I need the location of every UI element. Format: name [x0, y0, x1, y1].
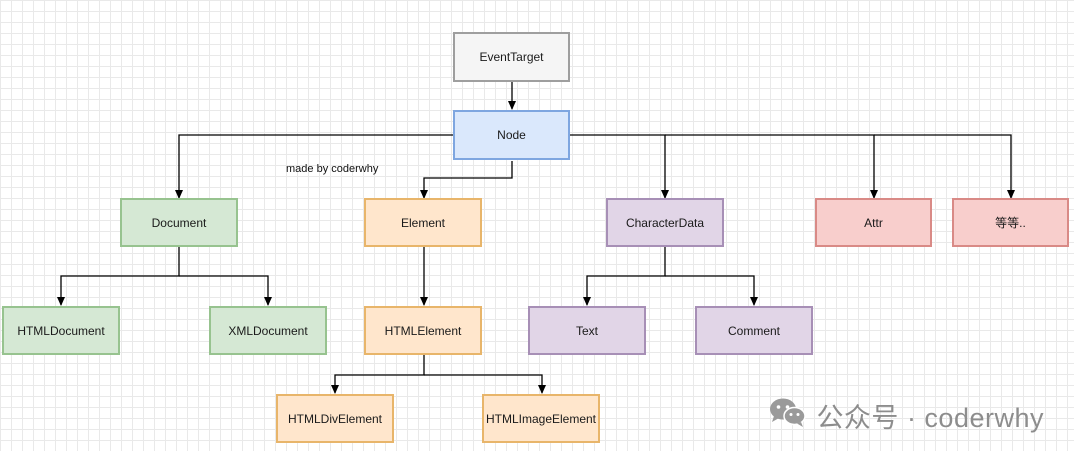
watermark: 公众号 · coderwhy: [768, 396, 1044, 435]
node-node: Node: [453, 110, 570, 160]
node-document: Document: [120, 198, 238, 247]
node-etc: 等等..: [952, 198, 1069, 247]
node-attr: Attr: [815, 198, 932, 247]
node-text: Text: [528, 306, 646, 355]
watermark-text: 公众号 · coderwhy: [816, 403, 1044, 433]
node-htmldivelement: HTMLDivElement: [276, 394, 394, 443]
wechat-icon: [768, 396, 808, 435]
node-characterdata: CharacterData: [606, 198, 724, 247]
credit-note: made by coderwhy: [286, 163, 379, 175]
node-htmlelement: HTMLElement: [364, 306, 482, 355]
edge-node-document: [175, 134, 454, 199]
edge-characterdata-text: [583, 247, 666, 306]
node-htmlimageelement: HTMLImageElement: [482, 394, 600, 443]
node-eventtarget: EventTarget: [453, 32, 570, 82]
edge-htmlelement-htmldivelement: [331, 355, 425, 394]
edge-document-xmldocument: [179, 275, 272, 306]
node-comment: Comment: [695, 306, 813, 355]
node-element: Element: [364, 198, 482, 247]
edge-characterdata-comment: [665, 275, 758, 306]
edge-node-attr: [665, 134, 878, 199]
edge-document-htmldocument: [57, 247, 180, 306]
node-htmldocument: HTMLDocument: [2, 306, 120, 355]
edge-node-etc: [874, 134, 1015, 199]
edge-node-element: [420, 161, 513, 199]
node-xmldocument: XMLDocument: [209, 306, 327, 355]
edge-node-characterdata: [570, 134, 669, 199]
edge-htmlelement-htmlimageelement: [424, 374, 546, 394]
